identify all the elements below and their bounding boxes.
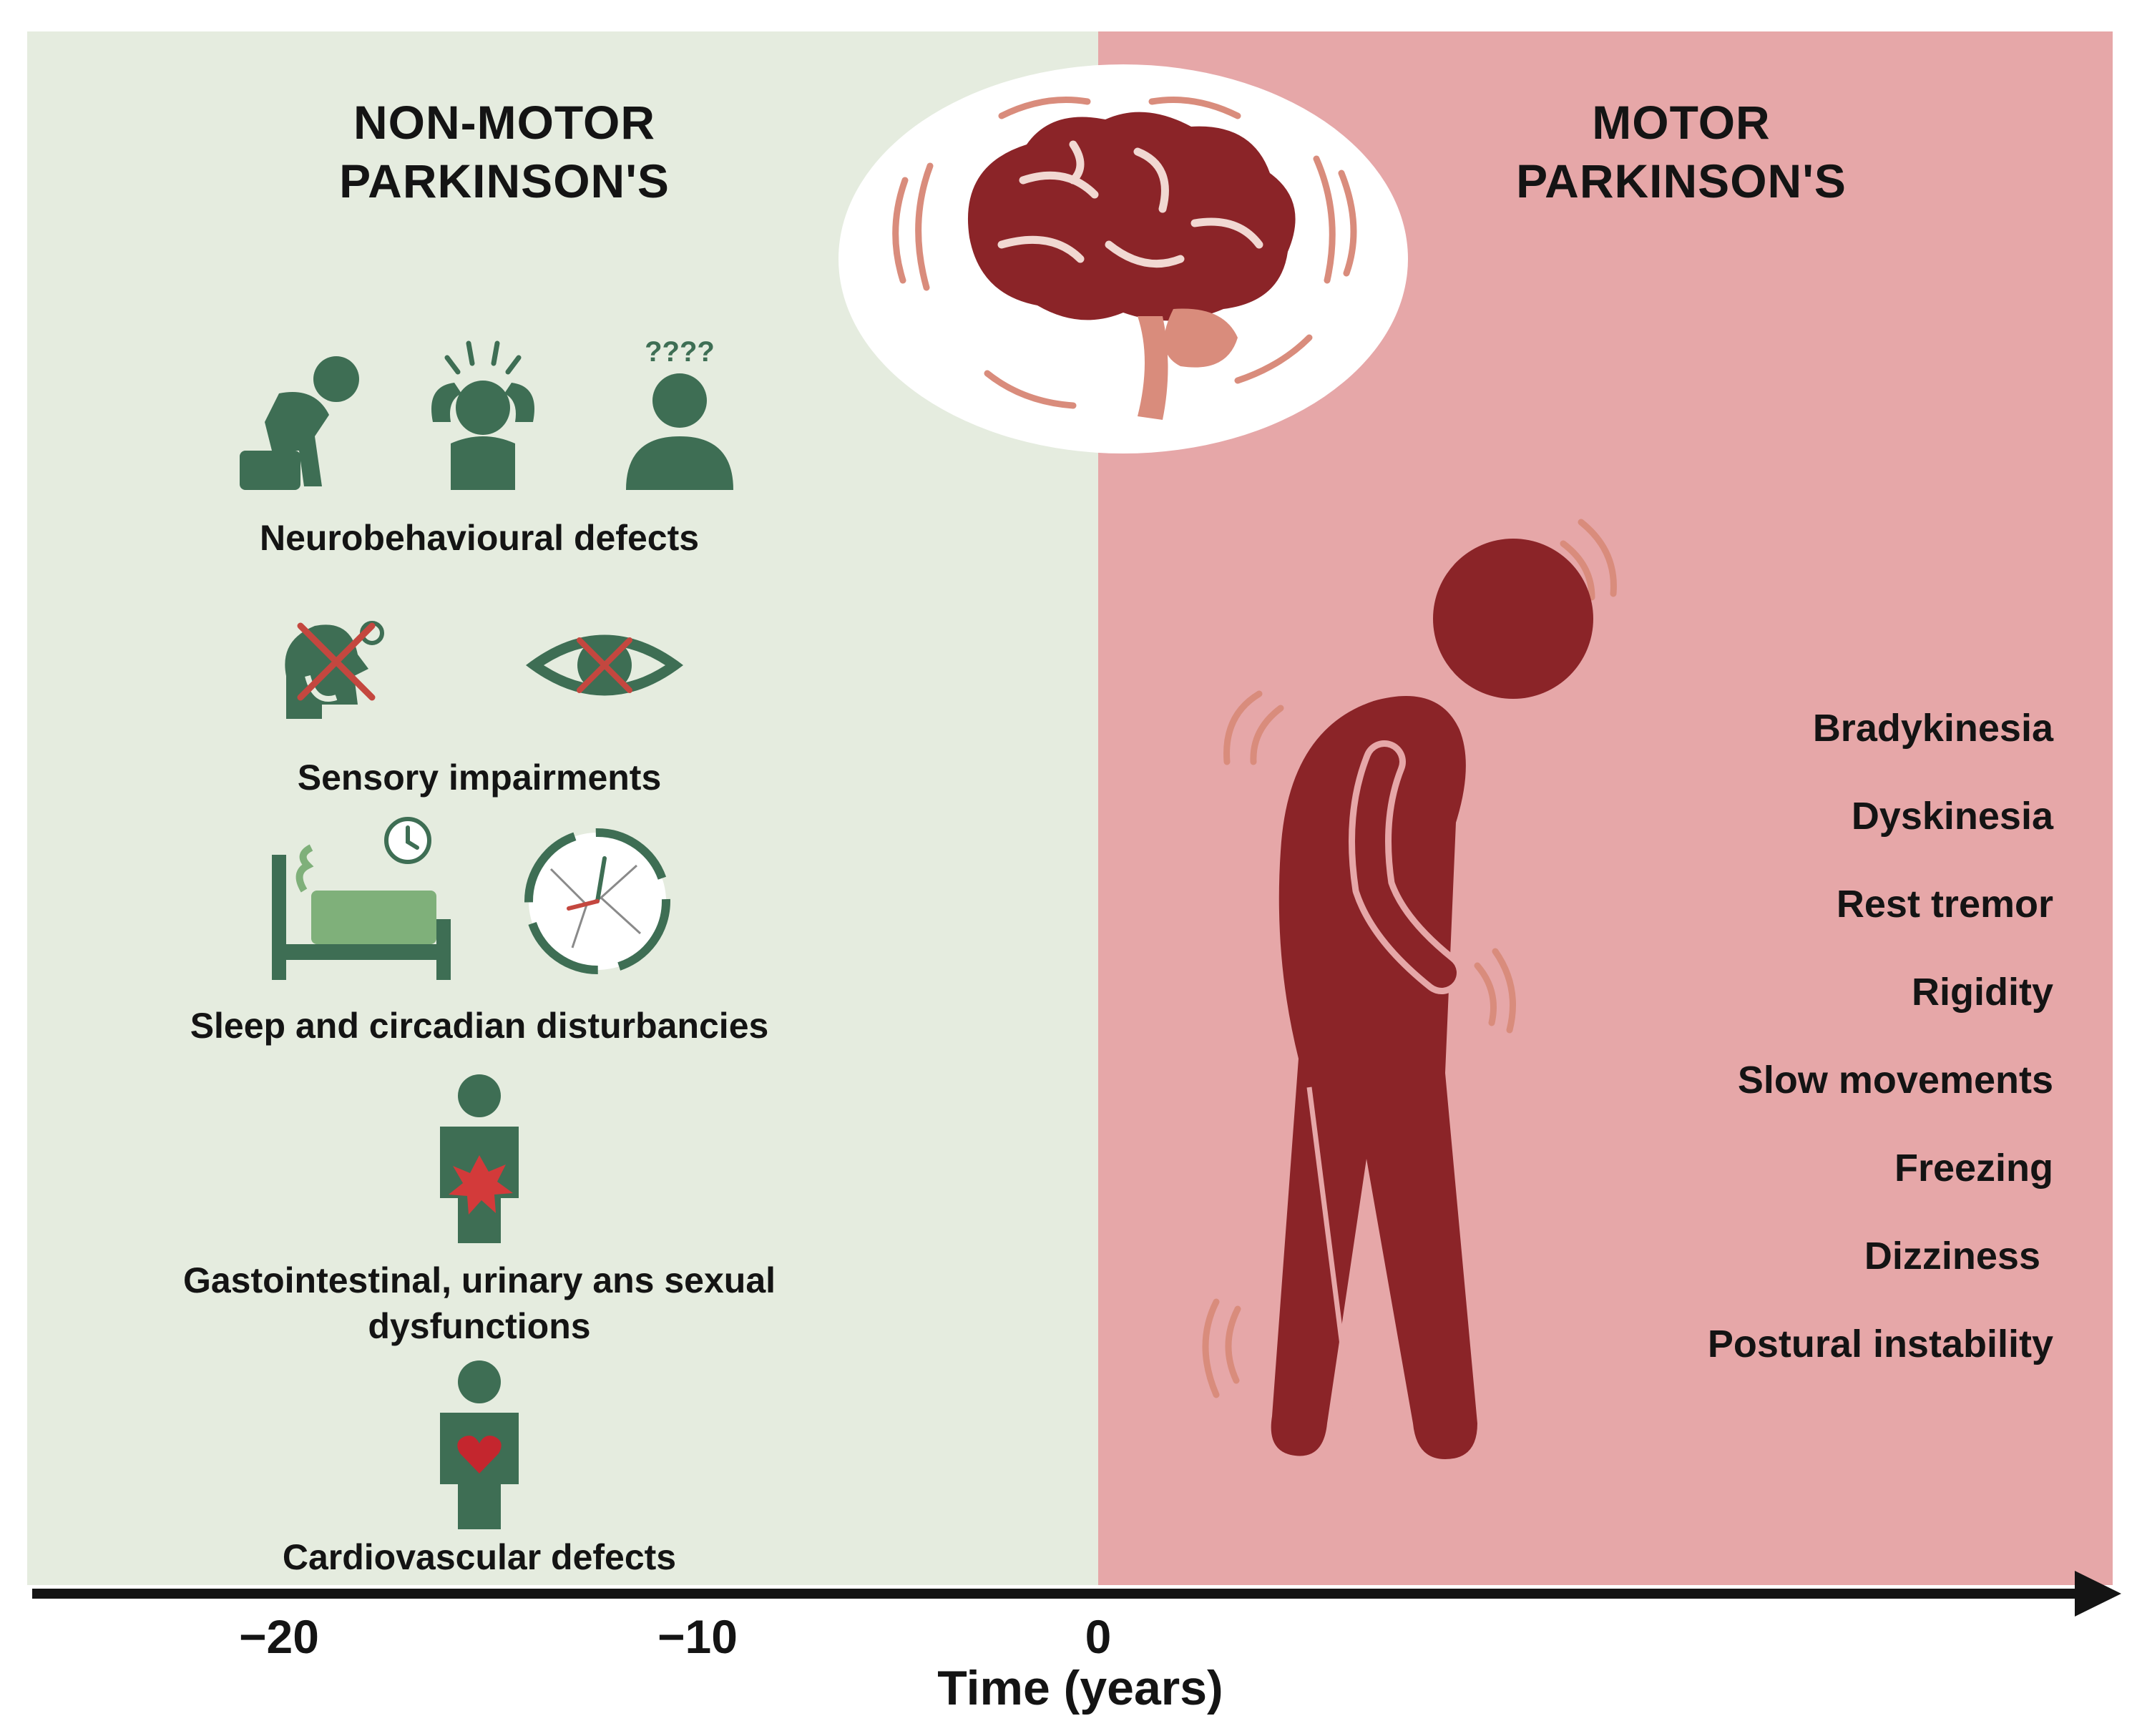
caption-neurobehavioural: Neurobehavioural defects: [259, 518, 700, 558]
caption-sleep: Sleep and circadian disturbancies: [190, 1006, 769, 1046]
caption-gi-line1: Gastointestinal, urinary ans sexual: [182, 1260, 776, 1300]
confused-person-question-marks: ????: [645, 336, 715, 368]
symptom-dyskinesia: Dyskinesia: [1851, 795, 2053, 838]
symptom-rest-tremor: Rest tremor: [1836, 883, 2053, 926]
stressed-person-icon: [431, 340, 534, 490]
symptom-dizziness: Dizziness: [1864, 1235, 2040, 1278]
symptom-postural-instability: Postural instability: [1707, 1323, 2053, 1365]
motor-heading-line1: MOTOR: [1592, 96, 1771, 149]
gut-pain-person-icon: [440, 1074, 519, 1243]
non-motor-heading-line1: NON-MOTOR: [353, 96, 656, 149]
motor-heading: MOTOR PARKINSON'S: [1424, 93, 1939, 210]
tick-label-minus-10: −10: [657, 1610, 738, 1663]
caption-sensory: Sensory impairments: [297, 757, 662, 798]
symptom-bradykinesia: Bradykinesia: [1812, 707, 2053, 750]
tick-label-minus-20: −20: [239, 1610, 319, 1663]
depressed-person-icon: [240, 356, 359, 490]
brain-icon: [838, 64, 1408, 453]
symptom-rigidity: Rigidity: [1912, 971, 2053, 1014]
symptom-freezing: Freezing: [1894, 1147, 2053, 1190]
vision-loss-icon: [526, 634, 683, 696]
smell-loss-icon: [285, 621, 384, 719]
axis-title: Time (years): [937, 1661, 1223, 1715]
non-motor-heading-line2: PARKINSON'S: [339, 155, 670, 207]
symptom-slow-movements: Slow movements: [1737, 1059, 2053, 1102]
broken-clock-icon: [524, 828, 670, 974]
caption-cardiovascular: Cardiovascular defects: [282, 1537, 677, 1577]
non-motor-heading: NON-MOTOR PARKINSON'S: [236, 93, 773, 210]
bed-sleep-icon: [272, 817, 451, 980]
motor-heading-line2: PARKINSON'S: [1516, 155, 1847, 207]
heart-person-icon: [440, 1360, 519, 1529]
caption-gi-line2: dysfunctions: [368, 1306, 591, 1346]
tick-label-zero: 0: [1085, 1610, 1112, 1663]
stooped-tremor-person-icon: [1202, 519, 1617, 1459]
confused-person-icon: ????: [626, 336, 733, 490]
